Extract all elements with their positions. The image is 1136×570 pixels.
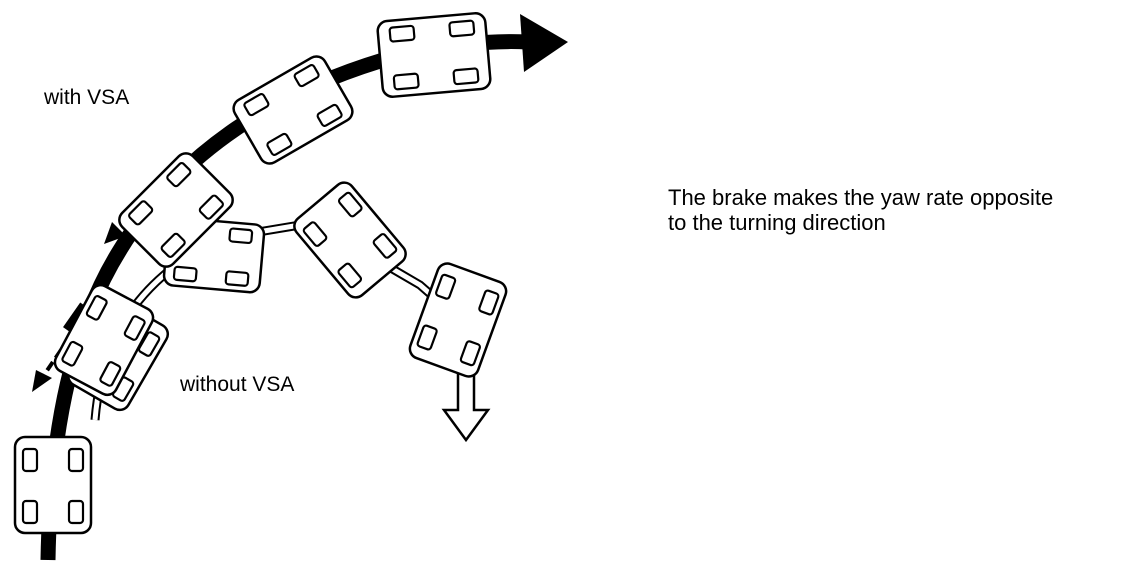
car-without-vsa-3 bbox=[293, 181, 407, 299]
caption-line-2: to the turning direction bbox=[668, 210, 886, 235]
car-with-vsa-1 bbox=[53, 283, 155, 397]
car-with-vsa-3 bbox=[232, 55, 354, 165]
trajectory-arrowhead-icon bbox=[520, 14, 568, 72]
caption-line-1: The brake makes the yaw rate opposite bbox=[668, 185, 1054, 210]
car-with-vsa-4 bbox=[376, 12, 492, 98]
without-vsa-label: without VSA bbox=[180, 373, 295, 396]
caption: The brake makes the yaw rate opposite to… bbox=[668, 185, 1053, 235]
car-start bbox=[13, 435, 93, 535]
car-with-vsa-2 bbox=[118, 152, 234, 268]
skid-direction-arrow-icon bbox=[441, 368, 491, 443]
with-vsa-label: with VSA bbox=[44, 86, 130, 109]
car-without-vsa-4 bbox=[408, 262, 508, 378]
